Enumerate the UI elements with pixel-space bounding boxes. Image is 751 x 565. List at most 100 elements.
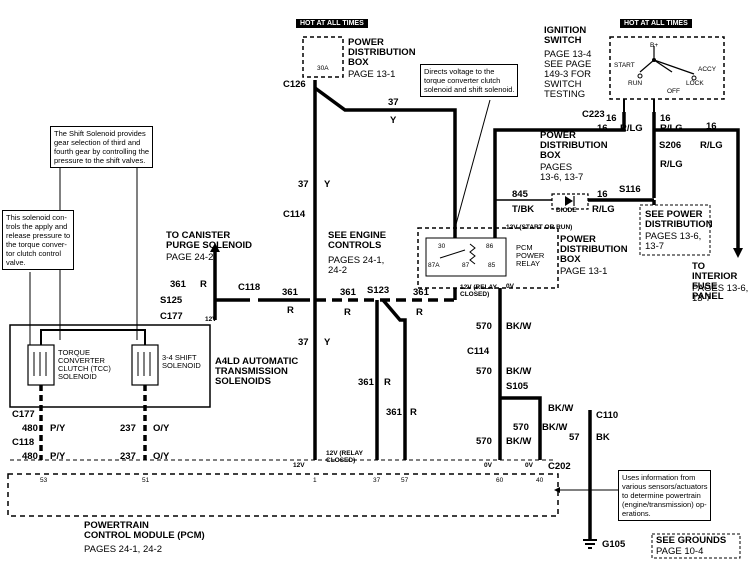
transmission-solenoids-box bbox=[9, 324, 211, 408]
relay-pin-86: 86 bbox=[486, 243, 494, 250]
pdb-mid-pages: PAGES 13-6, 13-7 bbox=[540, 162, 584, 183]
pcm-relay-box bbox=[417, 227, 559, 289]
pdb-top-box bbox=[302, 36, 344, 78]
wire-label-rlg-c: R/LG bbox=[700, 140, 723, 151]
wire-label-rlg-e: R/LG bbox=[592, 204, 615, 215]
shift-solenoid-label: 3-4 SHIFT SOLENOID bbox=[162, 353, 201, 370]
wire-label-361e: 361 bbox=[358, 377, 374, 388]
wire-16-rlg-left bbox=[493, 112, 626, 200]
wire-label-361b: 361 bbox=[282, 287, 298, 298]
wire-label-bkw-c: BK/W bbox=[548, 403, 574, 414]
see-pdb-label: SEE POWER DISTRIBUTION bbox=[645, 209, 713, 230]
wire-label-361a: 361 bbox=[170, 279, 186, 290]
wire-label-480a: 480 bbox=[22, 423, 38, 434]
wire-label-tbk: T/BK bbox=[512, 204, 535, 215]
interior-fuse-label: TO INTERIOR FUSE PANEL bbox=[692, 261, 738, 302]
connector-c126: C126 bbox=[283, 79, 306, 90]
wire-label-16c: 16 bbox=[660, 113, 671, 124]
relay-pin-30: 30 bbox=[438, 243, 446, 250]
pcm-pin-60: 60 bbox=[496, 477, 504, 484]
wire-label-57: 57 bbox=[569, 432, 580, 443]
wire-label-bkw-e: BK/W bbox=[506, 436, 532, 447]
ignition-switch-box bbox=[609, 36, 725, 100]
pcm-pin-57: 57 bbox=[401, 477, 409, 484]
canister-page: PAGE 24-2 bbox=[166, 252, 214, 263]
hot-at-all-times-label-2: HOT AT ALL TIMES bbox=[620, 19, 692, 28]
splice-s123: S123 bbox=[367, 285, 390, 296]
diode-label: DIODE bbox=[556, 207, 577, 214]
pcm-pin-40: 40 bbox=[536, 477, 544, 484]
pcm-box bbox=[7, 473, 559, 517]
wire-label-845: 845 bbox=[512, 189, 528, 200]
ignition-switch-pages: PAGE 13-4 SEE PAGE 149-3 FOR SWITCH TEST… bbox=[544, 49, 592, 100]
wire-label-361d: 361 bbox=[413, 287, 429, 298]
wire-label-570c: 570 bbox=[513, 422, 529, 433]
tcc-solenoid-note: This solenoid con- trols the apply and r… bbox=[2, 210, 75, 270]
wire-label-570d: 570 bbox=[476, 436, 492, 447]
ignition-switch-title: IGNITION SWITCH bbox=[544, 25, 587, 46]
wire-label-bk: BK bbox=[596, 432, 610, 443]
connector-c110: C110 bbox=[596, 410, 619, 421]
wire-label-570b: 570 bbox=[476, 366, 492, 377]
pdb-fuse-rating: 30A bbox=[317, 65, 329, 72]
splice-s116: S116 bbox=[619, 184, 641, 195]
zero-v-pcm-60: 0V bbox=[484, 462, 492, 469]
wire-label-r-b: R bbox=[287, 305, 294, 316]
wire-label-y: Y bbox=[390, 115, 397, 126]
wire-label-16e: 16 bbox=[597, 189, 608, 200]
twelve-v-label: 12V bbox=[205, 316, 217, 323]
wire-label-r-e: R bbox=[384, 377, 391, 388]
ignition-pos-lock: LOCK bbox=[686, 80, 704, 87]
wire-label-16d: 16 bbox=[706, 121, 717, 132]
connector-c177-lower: C177 bbox=[12, 409, 35, 420]
ignition-pos-off: OFF bbox=[667, 88, 680, 95]
wire-label-37: 37 bbox=[388, 97, 399, 108]
ignition-pos-bplus: B+ bbox=[650, 42, 659, 49]
relay-pin-87a: 87A bbox=[428, 262, 440, 269]
relay-closed-pcm-label: 12V (RELAY CLOSED) bbox=[326, 450, 363, 464]
pdb-mid-label: POWER DISTRIBUTION BOX bbox=[540, 130, 608, 161]
pdb-relay-label: POWER DISTRIBUTION BOX bbox=[560, 234, 628, 265]
twelve-v-pcm-label: 12V bbox=[293, 462, 305, 469]
wire-label-237b: 237 bbox=[120, 451, 136, 462]
shift-solenoid-note: The Shift Solenoid provides gear selecti… bbox=[50, 126, 154, 168]
ground-g105: G105 bbox=[602, 539, 626, 550]
wire-label-bkw-a: BK/W bbox=[506, 321, 532, 332]
wire-label-570a: 570 bbox=[476, 321, 492, 332]
pcm-pin-1: 1 bbox=[313, 477, 317, 484]
relay-voltage-label: 12V (START OR RUN) bbox=[506, 224, 573, 231]
connector-c118-lower: C118 bbox=[12, 437, 35, 448]
zero-v-pcm-40: 0V bbox=[525, 462, 533, 469]
pdb-top-title: POWER DISTRIBUTION BOX bbox=[348, 37, 416, 68]
relay-closed-label: 12V (RELAY CLOSED) bbox=[460, 284, 497, 298]
wire-label-r-f: R bbox=[410, 407, 417, 418]
canister-label: TO CANISTER PURGE SOLENOID bbox=[166, 230, 253, 251]
wire-label-bkw-d: BK/W bbox=[542, 422, 568, 433]
wire-label-r-c: R bbox=[344, 307, 351, 318]
pdb-top-page: PAGE 13-1 bbox=[348, 69, 396, 80]
wire-label-y-v2: Y bbox=[324, 337, 331, 348]
wire-label-r-d: R bbox=[416, 307, 423, 318]
connector-c202: C202 bbox=[548, 461, 571, 472]
wire-16-rlg-right bbox=[654, 128, 740, 250]
ignition-pos-run: RUN bbox=[628, 80, 643, 87]
ignition-pos-start: START bbox=[614, 62, 635, 69]
see-pdb-pages: PAGES 13-6, 13-7 bbox=[645, 231, 702, 252]
pdb-relay-page: PAGE 13-1 bbox=[560, 266, 608, 277]
wire-label-oy-a: O/Y bbox=[153, 423, 170, 434]
wire-label-361c: 361 bbox=[340, 287, 356, 298]
wire-label-py-b: P/Y bbox=[50, 451, 66, 462]
see-grounds-page: PAGE 10-4 bbox=[656, 546, 704, 557]
relay-note: Directs voltage to the torque converter … bbox=[420, 64, 519, 97]
tcc-solenoid-label: TORQUE CONVERTER CLUTCH (TCC) SOLENOID bbox=[58, 348, 111, 381]
pcm-pages: PAGES 24-1, 24-2 bbox=[84, 544, 162, 555]
ignition-pos-accy: ACCY bbox=[698, 66, 717, 73]
a4ld-label: A4LD AUTOMATIC TRANSMISSION SOLENOIDS bbox=[215, 356, 299, 387]
wire-label-37-v2: 37 bbox=[298, 337, 309, 348]
wire-label-oy-b: O/Y bbox=[153, 451, 170, 462]
wire-label-237a: 237 bbox=[120, 423, 136, 434]
wire-label-480b: 480 bbox=[22, 451, 38, 462]
wire-label-rlg-a: R/LG bbox=[620, 123, 643, 134]
connector-c114: C114 bbox=[283, 209, 306, 220]
